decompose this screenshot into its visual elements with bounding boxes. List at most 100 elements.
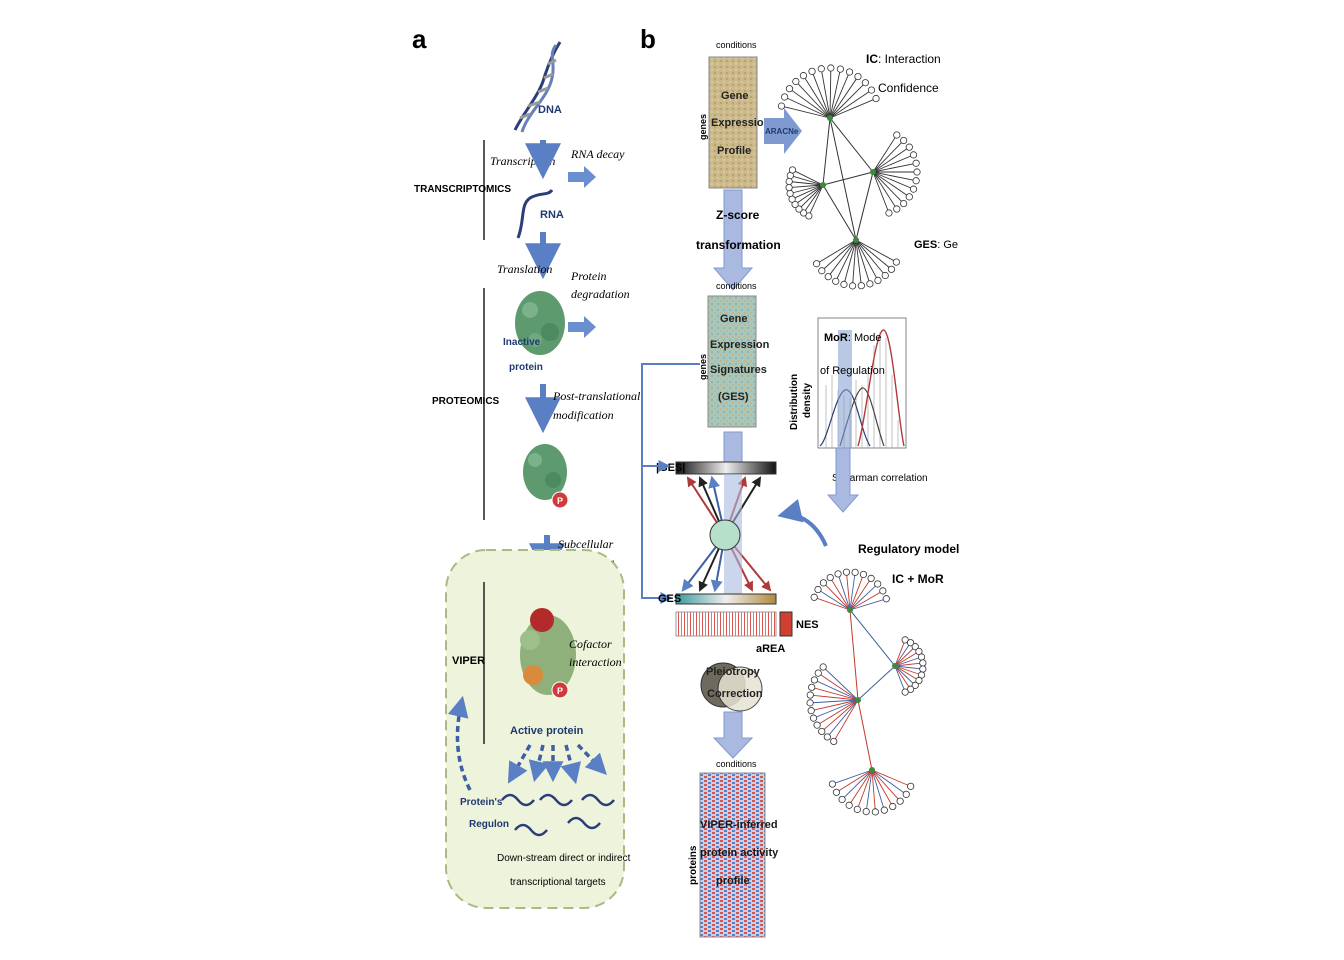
protein-degradation-label-1: Protein bbox=[570, 269, 607, 283]
reg-edge bbox=[817, 672, 859, 701]
ic-node bbox=[827, 64, 835, 72]
reg-edge bbox=[894, 665, 906, 693]
ic-link bbox=[829, 117, 857, 241]
ic-node bbox=[824, 273, 832, 281]
ges-bar bbox=[675, 593, 777, 605]
reg-edge bbox=[871, 769, 907, 795]
reg-node bbox=[853, 805, 861, 813]
reg-edge bbox=[856, 769, 873, 810]
pleiotropy-down-arrow bbox=[712, 711, 754, 759]
active-protein-label: Active protein bbox=[510, 725, 584, 737]
inactive-protein-icon bbox=[515, 291, 565, 355]
reg-edge bbox=[836, 769, 873, 793]
reg-node bbox=[830, 737, 838, 746]
reg-node bbox=[834, 570, 842, 578]
reg-edge bbox=[849, 590, 884, 611]
ic-edge bbox=[855, 239, 897, 263]
ic-node bbox=[887, 265, 896, 273]
regulon-label-1: Protein's bbox=[460, 797, 503, 808]
reg-node bbox=[896, 797, 904, 805]
enrichment-heat-strip bbox=[675, 611, 777, 637]
ic-edge bbox=[843, 239, 857, 285]
rna-decay-label: RNA decay bbox=[570, 147, 625, 161]
ic-mor-label: IC + MoR bbox=[892, 572, 944, 586]
ic-edge bbox=[808, 184, 824, 217]
ges-bold: GES bbox=[914, 239, 937, 251]
reg-node bbox=[806, 691, 814, 699]
inactive-label-1: Inactive bbox=[503, 337, 541, 348]
ic-node bbox=[800, 209, 808, 217]
reg-edge bbox=[821, 699, 859, 732]
ic-node bbox=[885, 209, 893, 217]
reg-edge bbox=[814, 596, 851, 611]
ic-edge bbox=[791, 184, 824, 200]
reg-node bbox=[859, 570, 868, 579]
conditions-label-3: conditions bbox=[716, 759, 757, 769]
ges-label-1: Gene bbox=[720, 313, 748, 325]
zscore-label-1: Z-score bbox=[716, 208, 760, 222]
ic-node bbox=[799, 72, 808, 80]
post-translational-label-2: modification bbox=[553, 408, 614, 422]
conditions-label-1: conditions bbox=[716, 40, 757, 50]
ic-text-2: Confidence bbox=[878, 81, 939, 95]
reg-node bbox=[851, 568, 859, 576]
reg-node bbox=[911, 681, 919, 689]
reg-node bbox=[807, 707, 815, 715]
reg-edge bbox=[871, 769, 876, 812]
ic-edge bbox=[789, 184, 824, 188]
reg-node bbox=[871, 808, 879, 816]
ic-node bbox=[905, 193, 913, 201]
density-label-2: density bbox=[802, 383, 813, 418]
reg-node bbox=[810, 676, 818, 684]
ic-node bbox=[848, 282, 857, 290]
ic-edge bbox=[795, 81, 831, 119]
ic-node bbox=[909, 151, 918, 159]
post-translational-label-1: Post-translational bbox=[552, 389, 641, 403]
reg-edge bbox=[810, 694, 859, 701]
ic-link bbox=[822, 117, 831, 186]
ges-label-3: Signatures bbox=[710, 364, 767, 376]
ic-edge bbox=[821, 239, 857, 272]
regulatory-network bbox=[806, 568, 927, 816]
active-protein-icon bbox=[520, 608, 576, 699]
ic-node bbox=[893, 205, 901, 213]
aracne-arrow bbox=[764, 108, 802, 154]
ic-node bbox=[872, 94, 880, 103]
ic-node bbox=[805, 212, 813, 220]
ic-node bbox=[866, 280, 874, 288]
reg-node bbox=[819, 663, 827, 671]
svg-text:MoR: Mode: MoR: Mode bbox=[824, 332, 881, 344]
ic-link bbox=[822, 184, 857, 241]
reg-edge bbox=[848, 769, 873, 806]
ic-node bbox=[881, 271, 889, 280]
reg-node bbox=[915, 676, 923, 685]
ic-node bbox=[840, 280, 848, 288]
ges-to-area-arrow bbox=[723, 431, 743, 463]
ic-node bbox=[913, 168, 921, 176]
ic-edge bbox=[872, 171, 904, 204]
ic-edge bbox=[790, 175, 824, 186]
ic-edge bbox=[829, 67, 832, 119]
subcellular-label-1: Subcellular bbox=[558, 537, 614, 551]
ic-node bbox=[777, 102, 786, 110]
ic-edge bbox=[829, 71, 850, 119]
ic-node bbox=[781, 93, 789, 101]
reg-node bbox=[867, 574, 875, 583]
ic-edge bbox=[803, 184, 824, 214]
reg-hub bbox=[869, 767, 875, 773]
mor-text-2: of Regulation bbox=[820, 365, 885, 377]
mor-text: : Mode bbox=[848, 332, 882, 344]
reg-hub bbox=[847, 607, 853, 613]
reg-edge bbox=[849, 578, 872, 611]
ic-edge bbox=[784, 96, 831, 119]
ic-edge bbox=[872, 171, 910, 198]
ic-network bbox=[777, 64, 921, 290]
ic-node bbox=[912, 159, 920, 167]
ic-bold: IC bbox=[866, 52, 878, 66]
ic-edge bbox=[789, 181, 824, 186]
ic-node bbox=[857, 282, 865, 290]
viper-profile-label-1: VIPER-inferred bbox=[700, 819, 778, 831]
regulon-label-2: Regulon bbox=[469, 819, 509, 830]
ic-node bbox=[874, 276, 882, 285]
